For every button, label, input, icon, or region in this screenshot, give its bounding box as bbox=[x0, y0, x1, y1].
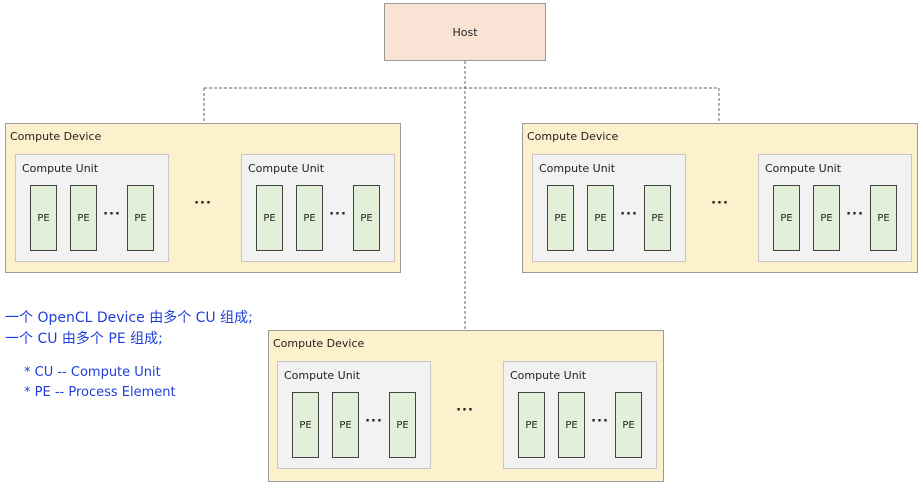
process-element: PE bbox=[644, 185, 671, 251]
process-element: PE bbox=[870, 185, 897, 251]
host-label: Host bbox=[452, 25, 478, 39]
pe-ellipsis: ··· bbox=[620, 207, 638, 222]
compute-device-right: Compute Device Compute Unit PE PE ··· PE… bbox=[522, 123, 918, 273]
process-element: PE bbox=[353, 185, 380, 251]
compute-unit-label: Compute Unit bbox=[539, 162, 616, 175]
note-line-1: 一个 OpenCL Device 由多个 CU 组成; bbox=[5, 310, 253, 326]
pe-ellipsis: ··· bbox=[329, 207, 347, 222]
process-element: PE bbox=[615, 392, 642, 458]
compute-unit-label: Compute Unit bbox=[284, 369, 361, 382]
process-element: PE bbox=[256, 185, 283, 251]
process-element: PE bbox=[587, 185, 614, 251]
compute-unit: Compute Unit PE PE ··· PE bbox=[277, 361, 431, 469]
unit-ellipsis: ··· bbox=[456, 403, 474, 418]
process-element: PE bbox=[773, 185, 800, 251]
compute-unit-label: Compute Unit bbox=[765, 162, 842, 175]
compute-unit: Compute Unit PE PE ··· PE bbox=[532, 154, 686, 262]
compute-unit: Compute Unit PE PE ··· PE bbox=[241, 154, 395, 262]
process-element: PE bbox=[518, 392, 545, 458]
note-line-4: * PE -- Process Element bbox=[24, 385, 176, 400]
compute-device-left: Compute Device Compute Unit PE PE ··· PE… bbox=[5, 123, 401, 273]
compute-unit: Compute Unit PE PE ··· PE bbox=[503, 361, 657, 469]
compute-unit-label: Compute Unit bbox=[248, 162, 325, 175]
compute-unit-label: Compute Unit bbox=[510, 369, 587, 382]
process-element: PE bbox=[389, 392, 416, 458]
pe-ellipsis: ··· bbox=[365, 414, 383, 429]
compute-unit: Compute Unit PE PE ··· PE bbox=[15, 154, 169, 262]
note-line-3: * CU -- Compute Unit bbox=[24, 365, 161, 380]
unit-ellipsis: ··· bbox=[194, 196, 212, 211]
host-box: Host bbox=[384, 3, 546, 61]
process-element: PE bbox=[332, 392, 359, 458]
note-line-2: 一个 CU 由多个 PE 组成; bbox=[5, 331, 163, 347]
process-element: PE bbox=[547, 185, 574, 251]
compute-unit-label: Compute Unit bbox=[22, 162, 99, 175]
process-element: PE bbox=[127, 185, 154, 251]
process-element: PE bbox=[292, 392, 319, 458]
compute-unit: Compute Unit PE PE ··· PE bbox=[758, 154, 912, 262]
process-element: PE bbox=[70, 185, 97, 251]
compute-device-label: Compute Device bbox=[273, 337, 365, 350]
process-element: PE bbox=[296, 185, 323, 251]
unit-ellipsis: ··· bbox=[711, 196, 729, 211]
pe-ellipsis: ··· bbox=[103, 207, 121, 222]
process-element: PE bbox=[558, 392, 585, 458]
compute-device-label: Compute Device bbox=[10, 130, 102, 143]
compute-device-label: Compute Device bbox=[527, 130, 619, 143]
compute-device-bottom: Compute Device Compute Unit PE PE ··· PE… bbox=[268, 330, 664, 482]
pe-ellipsis: ··· bbox=[846, 207, 864, 222]
process-element: PE bbox=[30, 185, 57, 251]
pe-ellipsis: ··· bbox=[591, 414, 609, 429]
process-element: PE bbox=[813, 185, 840, 251]
